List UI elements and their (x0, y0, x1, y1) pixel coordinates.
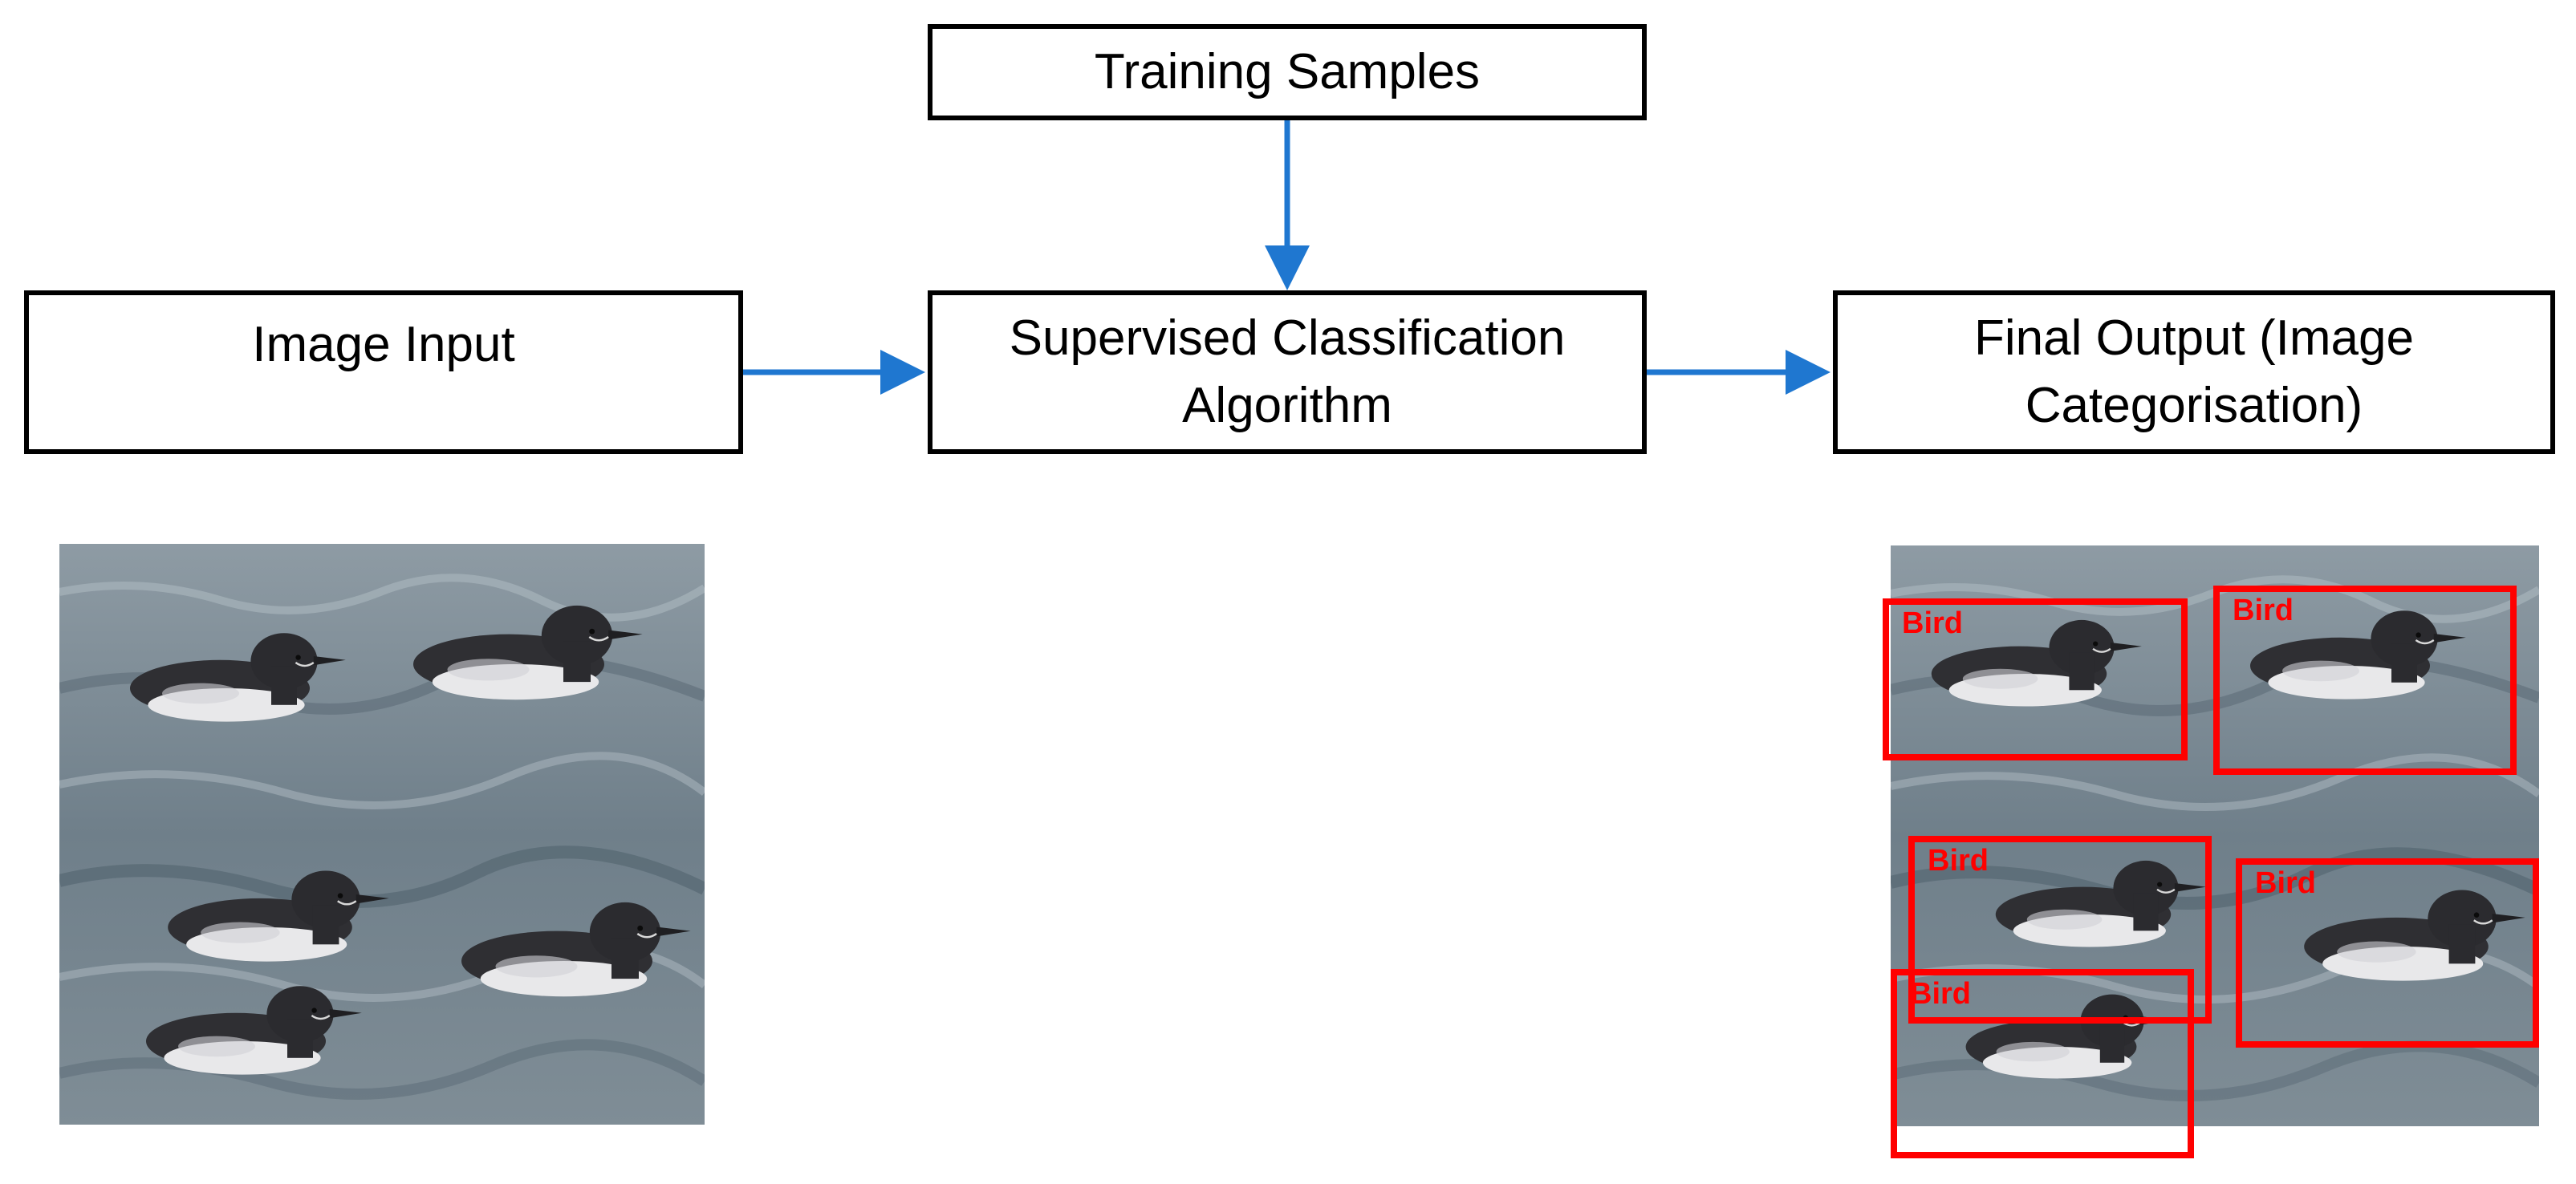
algorithm-label: Supervised Classification Algorithm (1009, 310, 1566, 433)
algorithm-box: Supervised Classification Algorithm (928, 290, 1647, 454)
training-samples-box: Training Samples (928, 24, 1647, 120)
input-photo (59, 544, 705, 1125)
image-input-box: Image Input (24, 290, 743, 454)
final-output-box: Final Output (Image Categorisation) (1833, 290, 2555, 454)
final-output-label: Final Output (Image Categorisation) (1974, 310, 2414, 433)
image-input-label: Image Input (252, 317, 515, 372)
training-samples-label: Training Samples (1094, 44, 1481, 99)
output-photo (1891, 545, 2539, 1126)
